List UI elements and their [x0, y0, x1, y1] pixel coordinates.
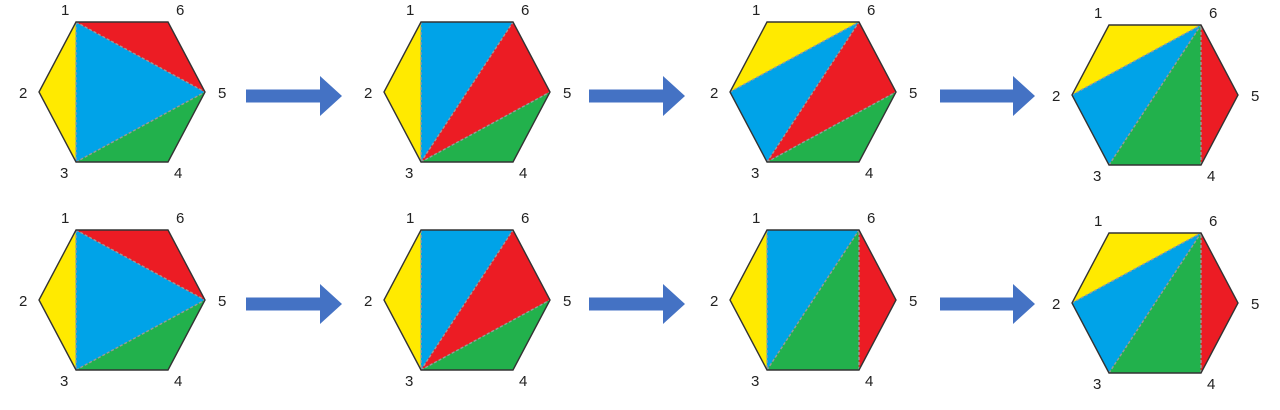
arrow-r2-2	[589, 284, 685, 324]
vertex-label-2: 2	[19, 85, 27, 102]
vertex-label-3: 3	[405, 373, 413, 390]
vertex-label-6: 6	[867, 2, 875, 19]
vertex-label-3: 3	[751, 165, 759, 182]
yellow-triangle	[383, 229, 422, 371]
vertex-label-2: 2	[710, 293, 718, 310]
diagonal-line	[420, 21, 514, 163]
yellow-triangle	[38, 21, 77, 163]
vertex-label-5: 5	[218, 293, 226, 310]
vertex-label-5: 5	[1251, 88, 1259, 105]
hexagon-outline	[1071, 24, 1239, 166]
vertex-label-2: 2	[19, 293, 27, 310]
hexagon-panel-r1-p3: 1 2 3 4 5 6	[710, 2, 917, 182]
vertex-label-4: 4	[519, 373, 527, 390]
diagonal-line	[420, 91, 551, 163]
vertex-label-3: 3	[1093, 376, 1101, 393]
arrow-r2-1	[246, 284, 342, 324]
diagonal-line	[1108, 232, 1202, 374]
hexagon-panel-r1-p2: 1 2 3 4 5 6	[364, 2, 571, 182]
vertex-label-6: 6	[867, 210, 875, 227]
hexagon-panel-r1-p4: 1 2 3 4 5 6	[1052, 5, 1259, 185]
vertex-label-4: 4	[519, 165, 527, 182]
hexagon-panel-r2-p3: 1 2 3 4 5 6	[710, 210, 917, 390]
hexagon-outline	[729, 21, 897, 163]
vertex-label-1: 1	[406, 210, 414, 227]
vertex-label-5: 5	[1251, 296, 1259, 313]
yellow-triangle	[38, 229, 77, 371]
diagonal-line	[1108, 24, 1202, 166]
vertex-label-1: 1	[61, 2, 69, 19]
vertex-label-1: 1	[1094, 5, 1102, 22]
vertex-label-6: 6	[1209, 213, 1217, 230]
vertex-label-4: 4	[1207, 376, 1215, 393]
diagonal-line	[420, 229, 514, 371]
red-triangle	[858, 229, 897, 371]
diagonal-line	[1071, 232, 1202, 304]
hexagon-outline	[383, 229, 551, 371]
red-triangle	[1200, 24, 1239, 166]
diagonal-line	[75, 21, 206, 93]
hexagon-panel-r2-p2: 1 2 3 4 5 6	[364, 210, 571, 390]
vertex-label-3: 3	[60, 165, 68, 182]
vertex-label-2: 2	[364, 293, 372, 310]
vertex-label-1: 1	[752, 210, 760, 227]
vertex-label-5: 5	[563, 293, 571, 310]
hexagon-outline	[38, 21, 206, 163]
vertex-label-5: 5	[909, 293, 917, 310]
diagonal-line	[75, 299, 206, 371]
vertex-label-6: 6	[521, 210, 529, 227]
vertex-label-1: 1	[1094, 213, 1102, 230]
vertex-label-4: 4	[1207, 168, 1215, 185]
hexagon-outline	[383, 21, 551, 163]
vertex-label-2: 2	[1052, 296, 1060, 313]
vertex-label-6: 6	[1209, 5, 1217, 22]
hexagon-outline	[1071, 232, 1239, 374]
vertex-label-2: 2	[1052, 88, 1060, 105]
arrow-r1-3	[940, 76, 1035, 116]
vertex-label-6: 6	[521, 2, 529, 19]
vertex-label-4: 4	[865, 165, 873, 182]
arrow-r2-3	[940, 284, 1035, 324]
vertex-label-1: 1	[752, 2, 760, 19]
vertex-label-3: 3	[405, 165, 413, 182]
diagonal-line	[766, 229, 860, 371]
hexagon-panel-r2-p4: 1 2 3 4 5 6	[1052, 213, 1259, 393]
yellow-triangle	[383, 21, 422, 163]
vertex-label-2: 2	[364, 85, 372, 102]
vertex-label-4: 4	[174, 165, 182, 182]
yellow-triangle	[729, 229, 768, 371]
vertex-label-1: 1	[61, 210, 69, 227]
hexagon-panel-r1-p1: 1 2 3 4 5 6	[19, 2, 226, 182]
vertex-label-6: 6	[176, 2, 184, 19]
vertex-label-4: 4	[174, 373, 182, 390]
vertex-label-6: 6	[176, 210, 184, 227]
vertex-label-5: 5	[218, 85, 226, 102]
diagonal-line	[75, 229, 206, 301]
vertex-label-3: 3	[751, 373, 759, 390]
vertex-label-5: 5	[909, 85, 917, 102]
arrow-r1-2	[589, 76, 685, 116]
vertex-label-5: 5	[563, 85, 571, 102]
diagonal-line	[420, 299, 551, 371]
vertex-label-2: 2	[710, 85, 718, 102]
diagonal-line	[75, 91, 206, 163]
vertex-label-3: 3	[60, 373, 68, 390]
diagonal-line	[766, 21, 860, 163]
diagonal-line	[1071, 24, 1202, 96]
hexagon-outline	[729, 229, 897, 371]
diagonal-line	[766, 91, 897, 163]
hexagon-panel-r2-p1: 1 2 3 4 5 6	[19, 210, 226, 390]
vertex-label-1: 1	[406, 2, 414, 19]
arrow-r1-1	[246, 76, 342, 116]
red-triangle	[1200, 232, 1239, 374]
vertex-label-4: 4	[865, 373, 873, 390]
hexagon-outline	[38, 229, 206, 371]
vertex-label-3: 3	[1093, 168, 1101, 185]
diagonal-line	[729, 21, 860, 93]
